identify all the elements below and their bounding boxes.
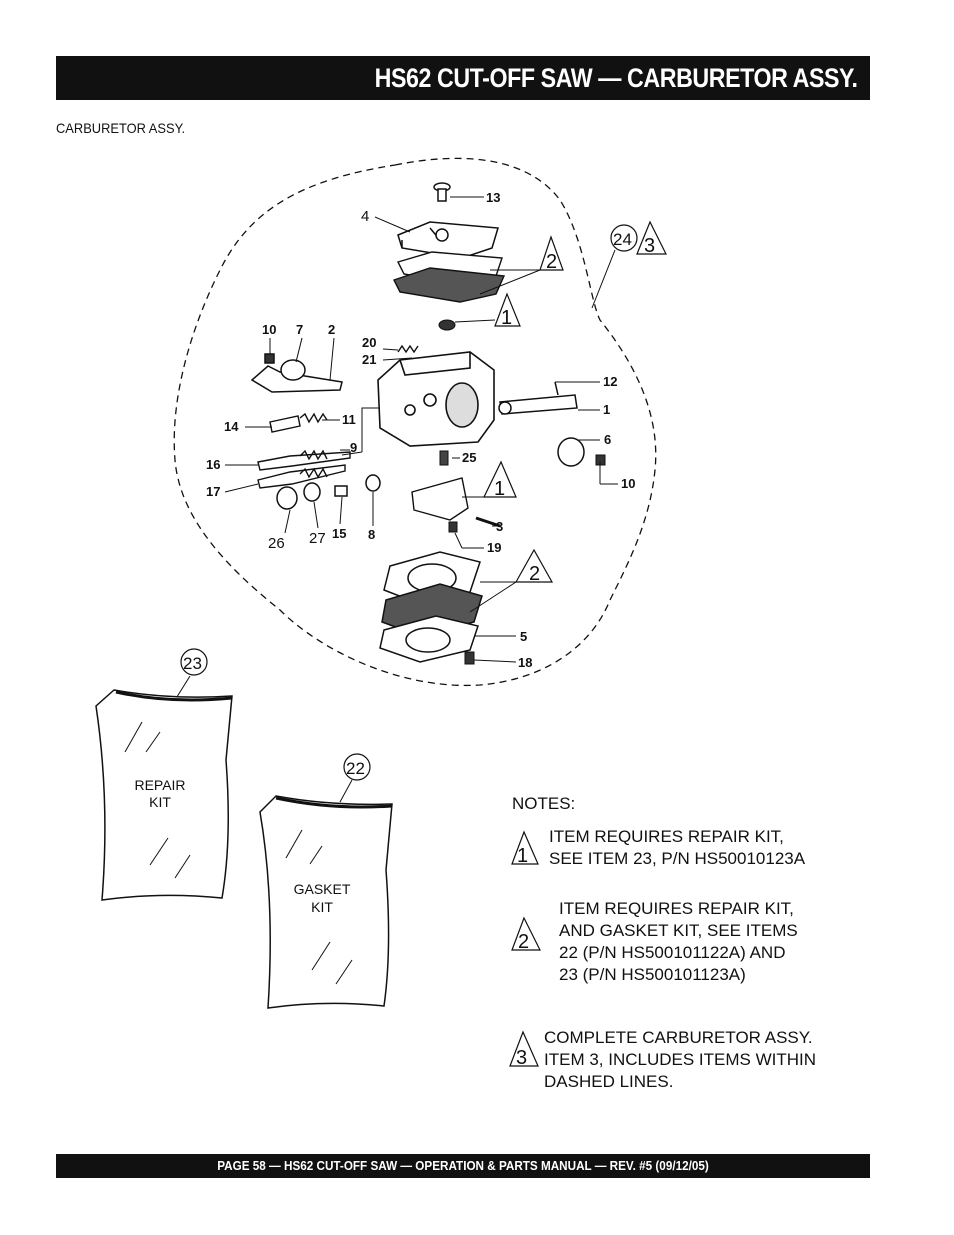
footer-bar: PAGE 58 — HS62 CUT-OFF SAW — OPERATION &…	[56, 1154, 870, 1178]
note-3-line-3: DASHED LINES.	[544, 1072, 674, 1091]
label-13: 13	[486, 190, 500, 205]
label-2: 2	[328, 322, 335, 337]
bottom-gaskets	[379, 551, 483, 663]
svg-text:23: 23	[183, 654, 202, 673]
svg-text:1: 1	[517, 845, 528, 867]
label-16: 16	[206, 457, 220, 472]
pin-3	[475, 516, 501, 528]
note-triangle-1-top: 1	[494, 292, 521, 329]
note-2-line-3: 22 (P/N HS500101122A) AND	[559, 943, 786, 962]
note-1: ITEM REQUIRES REPAIR KIT, SEE ITEM 23, P…	[549, 826, 805, 870]
svg-text:2: 2	[529, 563, 540, 585]
screw-18	[464, 651, 475, 665]
svg-text:KIT: KIT	[149, 794, 171, 810]
note-triangle-3-callout: 3	[636, 220, 667, 257]
label-3: 3	[496, 519, 503, 534]
label-9: 9	[350, 440, 357, 455]
spring-20	[397, 344, 419, 354]
note-2-line-4: 23 (P/N HS500101123A)	[559, 965, 746, 984]
svg-text:2: 2	[546, 251, 557, 273]
label-18: 18	[518, 655, 532, 670]
carb-body	[377, 351, 495, 447]
spring-25	[439, 450, 449, 466]
notes-triangle-2: 2	[511, 916, 541, 953]
notes-heading: NOTES:	[512, 794, 576, 813]
label-8: 8	[368, 527, 375, 542]
section-subtitle: CARBURETOR ASSY.	[56, 120, 186, 136]
label-7: 7	[296, 322, 303, 337]
screw-15	[334, 485, 348, 497]
note-triangle-2-top: 2	[539, 235, 564, 273]
label-6: 6	[604, 432, 611, 447]
adjusting-needles	[257, 449, 351, 489]
metering-lever	[411, 477, 469, 521]
throttle-plate	[557, 437, 585, 467]
leader-lines	[174, 196, 618, 803]
gasket-kit-bag: GASKET KIT	[259, 795, 393, 1009]
carb-cover	[397, 221, 499, 259]
repair-kit-bag: REPAIR KIT	[95, 689, 233, 901]
callout-22: 22	[343, 753, 371, 781]
washer-26	[276, 486, 298, 510]
label-20: 20	[362, 335, 376, 350]
page-title-bar: HS62 CUT-OFF SAW — CARBURETOR ASSY.	[56, 56, 870, 100]
choke-shaft	[250, 353, 343, 393]
idle-screw	[269, 412, 328, 433]
notes-triangle-3: 3	[509, 1030, 539, 1069]
label-27: 27	[309, 530, 326, 547]
svg-text:1: 1	[494, 478, 505, 500]
throttle-shaft	[498, 381, 578, 415]
note-3: COMPLETE CARBURETOR ASSY. ITEM 3, INCLUD…	[544, 1027, 816, 1093]
label-14: 14	[224, 419, 239, 434]
svg-text:3: 3	[644, 235, 655, 257]
label-1: 1	[603, 402, 610, 417]
top-gaskets	[393, 251, 506, 303]
screw-19	[448, 521, 458, 533]
svg-text:KIT: KIT	[311, 899, 333, 915]
svg-text:3: 3	[516, 1047, 527, 1069]
callout-23: 23	[180, 648, 208, 676]
note-2-line-1: ITEM REQUIRES REPAIR KIT,	[559, 899, 794, 918]
label-10-left: 10	[262, 322, 276, 337]
oring-27	[303, 482, 321, 502]
label-26: 26	[268, 535, 285, 552]
screw-13	[433, 182, 451, 202]
label-10-right: 10	[621, 476, 635, 491]
svg-text:22: 22	[346, 759, 365, 778]
note-1-line-2: SEE ITEM 23, P/N HS50010123A	[549, 849, 806, 868]
note-2: ITEM REQUIRES REPAIR KIT, AND GASKET KIT…	[559, 898, 798, 986]
label-25: 25	[462, 450, 476, 465]
assembly-dashed-boundary	[173, 157, 657, 687]
notes-triangle-1: 1	[511, 830, 539, 867]
svg-text:GASKET: GASKET	[294, 881, 351, 897]
note-3-line-1: COMPLETE CARBURETOR ASSY.	[544, 1028, 813, 1047]
needle-valve-seat	[438, 319, 456, 331]
label-21: 21	[362, 352, 376, 367]
note-triangle-2-bottom: 2	[514, 548, 554, 585]
label-5: 5	[520, 629, 527, 644]
label-11: 11	[342, 412, 356, 427]
label-4: 4	[361, 208, 369, 225]
note-triangle-1-mid: 1	[483, 460, 517, 500]
label-17: 17	[206, 484, 220, 499]
note-2-line-2: AND GASKET KIT, SEE ITEMS	[559, 921, 798, 940]
svg-text:2: 2	[518, 931, 529, 953]
label-12: 12	[603, 374, 617, 389]
screen-8	[365, 474, 381, 492]
note-3-line-2: ITEM 3, INCLUDES ITEMS WITHIN	[544, 1050, 817, 1069]
note-1-line-1: ITEM REQUIRES REPAIR KIT,	[549, 827, 784, 846]
svg-text:REPAIR: REPAIR	[134, 777, 185, 793]
svg-text:1: 1	[501, 307, 512, 329]
footer-text: PAGE 58 — HS62 CUT-OFF SAW — OPERATION &…	[217, 1158, 709, 1173]
callout-24: 24	[610, 224, 638, 252]
label-15: 15	[332, 526, 346, 541]
svg-text:24: 24	[613, 230, 632, 249]
label-19: 19	[487, 540, 501, 555]
page-title: HS62 CUT-OFF SAW — CARBURETOR ASSY.	[375, 63, 858, 93]
